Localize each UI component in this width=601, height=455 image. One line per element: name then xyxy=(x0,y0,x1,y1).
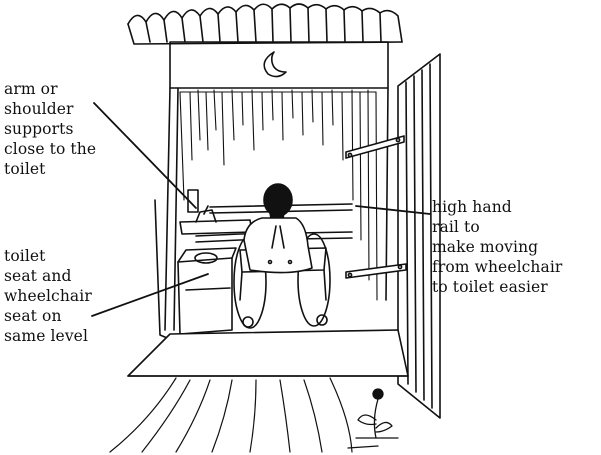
toilet-box xyxy=(177,247,237,335)
flower-icon xyxy=(347,388,399,449)
arm-support xyxy=(179,205,253,235)
label-hand-rail: high hand rail to make moving from wheel… xyxy=(432,198,563,296)
lintel-board xyxy=(169,41,389,89)
pointer-arm-support xyxy=(93,102,197,209)
floor-slab xyxy=(127,329,409,377)
open-door xyxy=(345,53,441,419)
moon-icon xyxy=(263,51,287,78)
interior-shading xyxy=(179,89,378,301)
label-same-level: toilet seat and wheelchair seat on same … xyxy=(4,247,92,345)
corrugated-roof xyxy=(127,3,403,45)
label-arm-support: arm or shoulder supports close to the to… xyxy=(4,80,97,178)
pointer-hand-rail xyxy=(355,205,431,215)
path xyxy=(109,377,353,453)
pointer-same-level xyxy=(91,273,209,317)
person xyxy=(243,183,313,274)
